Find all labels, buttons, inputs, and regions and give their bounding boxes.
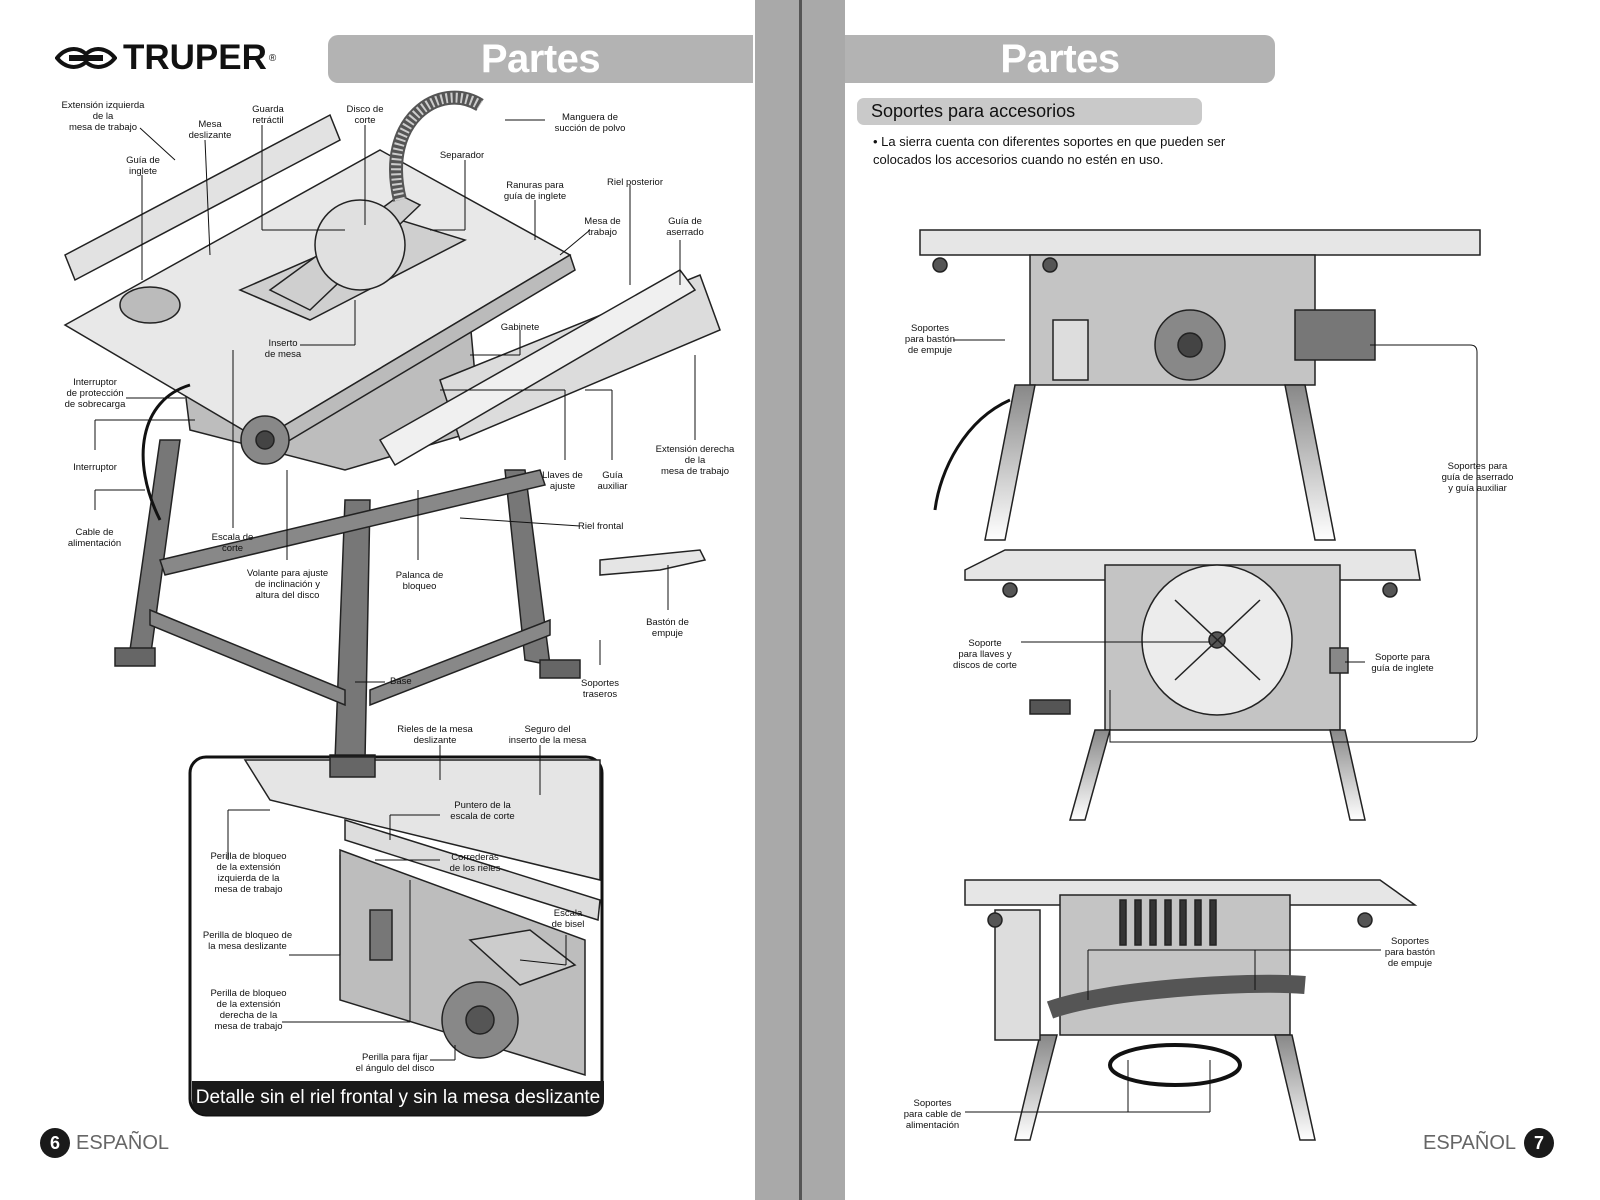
label-soportes-baston-1: Soportes para bastón de empuje xyxy=(904,323,956,356)
label-escala-corte: Escala de corte xyxy=(211,532,254,554)
label-manguera: Manguera de succión de polvo xyxy=(554,112,626,134)
label-volante: Volante para ajuste de inclinación y alt… xyxy=(246,568,329,601)
label-interruptor-proteccion: Interruptor de protección de sobrecarga xyxy=(64,377,126,410)
label-soportes-traseros: Soportes traseros xyxy=(580,678,620,700)
label-disco: Disco de corte xyxy=(346,104,384,126)
label-perilla-mesa: Perilla de bloqueo de la mesa deslizante xyxy=(202,930,293,952)
label-soporte-llaves: Soporte para llaves y discos de corte xyxy=(953,638,1017,671)
brand-reg: ® xyxy=(268,52,277,64)
label-palanca: Palanca de bloqueo xyxy=(395,570,444,592)
label-guarda: Guarda retráctil xyxy=(252,104,284,126)
table-saw-illustration xyxy=(63,90,721,1117)
page-title-text: Partes xyxy=(480,37,601,81)
label-interruptor: Interruptor xyxy=(73,462,117,473)
label-riel-frontal: Riel frontal xyxy=(578,521,624,532)
page-title-left: Partes xyxy=(328,35,753,83)
label-soportes-cable: Soportes para cable de alimentación xyxy=(903,1098,962,1131)
label-mesa-trabajo: Mesa de trabajo xyxy=(584,216,621,238)
label-correderas: Correderas de los rieles xyxy=(449,852,501,874)
page-number: 6 xyxy=(40,1128,70,1158)
label-soportes-baston-2: Soportes para bastón de empuje xyxy=(1384,936,1436,969)
page-title-text: Partes xyxy=(1000,37,1120,81)
book-gutter xyxy=(755,0,845,1200)
label-riel-posterior: Riel posterior xyxy=(607,177,663,188)
label-soporte-inglete: Soporte para guía de inglete xyxy=(1371,652,1434,674)
footer-right: ESPAÑOL 7 xyxy=(1423,1128,1554,1158)
label-baston: Bastón de empuje xyxy=(646,617,689,639)
label-inserto: Inserto de mesa xyxy=(264,338,302,360)
label-rieles-mesa: Rieles de la mesa deslizante xyxy=(397,724,473,746)
label-separador: Separador xyxy=(439,150,485,161)
footer-language: ESPAÑOL xyxy=(76,1131,169,1154)
label-base: Base xyxy=(390,676,412,687)
label-ext-der: Extensión derecha de la mesa de trabajo xyxy=(655,444,735,477)
label-guia-auxiliar: Guía auxiliar xyxy=(597,470,628,492)
detail-caption: Detalle sin el riel frontal y sin la mes… xyxy=(192,1081,604,1115)
label-ranuras: Ranuras para guía de inglete xyxy=(503,180,567,202)
footer-left: 6 ESPAÑOL xyxy=(40,1128,169,1158)
page-number: 7 xyxy=(1524,1128,1554,1158)
label-puntero: Puntero de la escala de corte xyxy=(450,800,515,822)
left-page: TRUPER ® Partes xyxy=(0,0,755,1200)
label-llaves: Llaves de ajuste xyxy=(542,470,583,492)
truper-logo-icon xyxy=(55,47,117,69)
label-mesa-deslizante: Mesa deslizante xyxy=(188,119,232,141)
right-page: Partes Soportes para accesorios • La sie… xyxy=(845,0,1600,1200)
section-body: • La sierra cuenta con diferentes soport… xyxy=(873,134,1226,167)
label-guia-aserrado: Guía de aserrado xyxy=(666,216,704,238)
brand-name: TRUPER xyxy=(123,38,267,77)
label-escala-bisel: Escala de bisel xyxy=(551,908,585,930)
label-gabinete: Gabinete xyxy=(500,322,540,333)
label-soportes-aserrado: Soportes para guía de aserrado y guía au… xyxy=(1441,461,1514,494)
label-cable: Cable de alimentación xyxy=(67,527,122,549)
label-perilla-angulo: Perilla para fijar el ángulo del disco xyxy=(355,1052,435,1074)
footer-language: ESPAÑOL xyxy=(1423,1131,1516,1154)
label-perilla-ext-der: Perilla de bloqueo de la extensión derec… xyxy=(210,988,287,1032)
page-title-right: Partes xyxy=(845,35,1275,83)
label-perilla-ext-izq: Perilla de bloqueo de la extensión izqui… xyxy=(210,851,287,895)
label-ext-izq: Extensión izquierda de la mesa de trabaj… xyxy=(61,100,145,133)
label-seguro-inserto: Seguro del inserto de la mesa xyxy=(508,724,587,746)
accessory-holders-illustration xyxy=(919,229,1481,1141)
truper-logo: TRUPER ® xyxy=(55,38,276,78)
section-title: Soportes para accesorios xyxy=(857,98,1202,125)
label-guia-inglete: Guía de inglete xyxy=(126,155,160,177)
